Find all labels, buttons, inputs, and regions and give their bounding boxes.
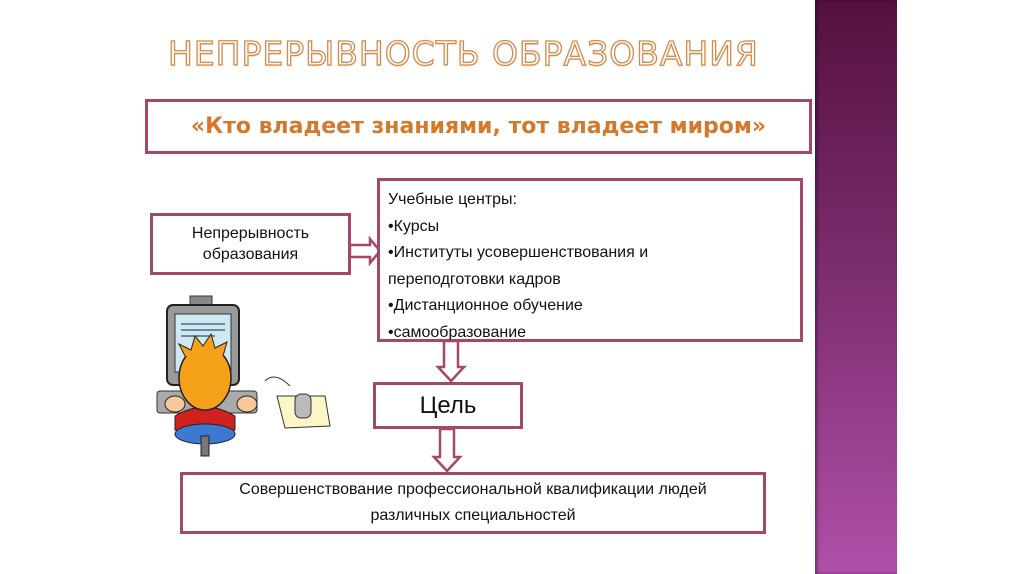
arrow-right-icon <box>348 235 382 267</box>
decorative-side-band <box>815 0 897 574</box>
quote-box: «Кто владеет знаниями, тот владеет миром… <box>145 99 812 154</box>
list-item: •Дистанционное обучение <box>388 297 583 314</box>
list-item: переподготовки кадров <box>388 270 561 288</box>
continuity-line: образования <box>202 246 299 263</box>
goal-box: Цель <box>373 382 523 429</box>
result-box: Совершенствование профессиональной квали… <box>180 472 766 534</box>
list-item: •самообразование <box>388 323 527 341</box>
list-item: •Курсы <box>388 217 440 235</box>
continuity-line: Непрерывность <box>191 225 310 242</box>
training-centers-heading: Учебные центры: <box>388 191 517 208</box>
list-item: •Институты усовершенствования и <box>388 244 649 261</box>
slide-title: НЕПРЕРЫВНОСТЬ ОБРАЗОВАНИЯ <box>167 33 759 73</box>
training-centers-box: Учебные центры: •Курсы •Институты усовер… <box>377 178 803 342</box>
result-line: Совершенствование профессиональной квали… <box>239 481 707 498</box>
arrow-down-icon <box>435 339 467 383</box>
person-at-computer-clipart <box>156 295 331 457</box>
result-line: различных специальностей <box>370 507 576 524</box>
arrow-down-icon <box>431 427 463 473</box>
continuity-box: Непрерывность образования <box>150 213 351 275</box>
